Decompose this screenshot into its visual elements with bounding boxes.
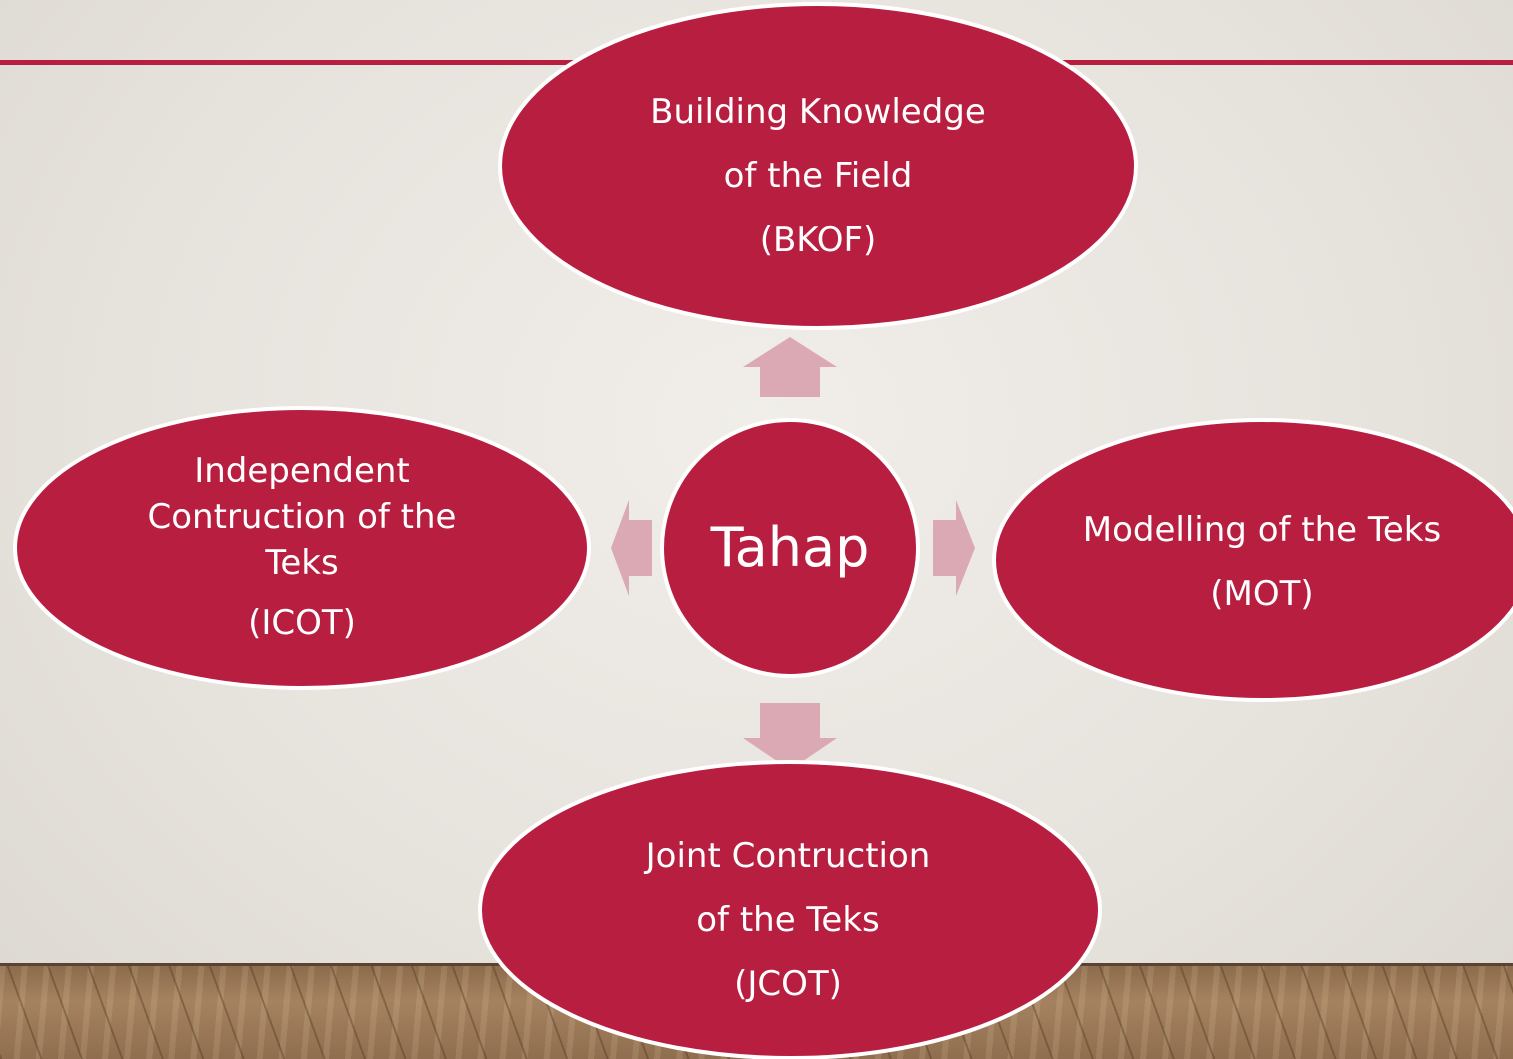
icot-line3: Teks [265, 543, 339, 583]
accent-rule-right [1010, 60, 1513, 65]
bkof-line3: (BKOF) [759, 220, 877, 260]
arrow-down [743, 703, 837, 770]
node-jcot-label: Joint Contruction of the Teks (JCOT) [560, 824, 1016, 1016]
node-mot [992, 418, 1513, 702]
node-mot-label: Modelling of the Teks (MOT) [1050, 498, 1474, 626]
icot-line4: (ICOT) [248, 603, 356, 643]
mot-line1: Modelling of the Teks [1082, 510, 1442, 550]
center-title: Tahap [710, 516, 870, 579]
arrow-left [611, 500, 652, 596]
node-center-label: Tahap [662, 510, 918, 586]
node-bkof [498, 2, 1138, 330]
bkof-line1: Building Knowledge [650, 92, 986, 132]
accent-rule-left [0, 60, 620, 65]
node-center [660, 418, 920, 678]
jcot-line1: Joint Contruction [645, 836, 931, 876]
node-jcot [478, 760, 1102, 1059]
bkof-line2: of the Field [723, 156, 913, 196]
jcot-line2: of the Teks [696, 900, 880, 940]
icot-line1: Independent [194, 451, 410, 491]
node-icot-label: Independent Contruction of the Teks (ICO… [102, 448, 502, 646]
arrow-right [933, 500, 975, 596]
jcot-line3: (JCOT) [734, 964, 842, 1004]
node-bkof-label: Building Knowledge of the Field (BKOF) [560, 80, 1076, 272]
mot-line2: (MOT) [1210, 574, 1314, 614]
arrow-up [743, 337, 837, 397]
icot-line2: Contruction of the [147, 497, 457, 537]
node-icot [13, 406, 591, 690]
